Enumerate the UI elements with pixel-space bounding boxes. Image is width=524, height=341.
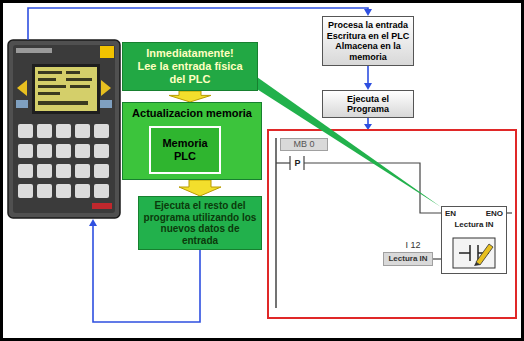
- node-text: Memoria PLC: [154, 137, 216, 163]
- block-arrow: [179, 180, 221, 196]
- memory-update-panel: Actualizacion memoriaMemoria PLC: [122, 102, 262, 180]
- node-text: ENO: [486, 209, 503, 219]
- node-text: Lectura IN: [454, 220, 493, 230]
- plc-illustration: [8, 40, 120, 218]
- node-text: Inmediatamente! Lee la entrada física de…: [136, 47, 244, 86]
- process-box: Ejecuta el Programa: [322, 90, 414, 118]
- memory-box: Memoria PLC: [149, 126, 221, 174]
- input-address: I 12: [396, 240, 430, 251]
- port-row: EN ENO: [442, 209, 506, 219]
- callout-box: Inmediatamente! Lee la entrada física de…: [122, 42, 258, 91]
- process-box: Procesa la entrada Escritura en el PLC A…: [322, 16, 414, 66]
- contact-type: P: [291, 157, 304, 169]
- callout-pointer: [258, 78, 441, 207]
- block-arrow: [169, 91, 211, 102]
- input-operand: Lectura IN: [383, 252, 433, 266]
- node-text: Ejecuta el Programa: [326, 94, 410, 115]
- memory-operand: MB 0: [280, 138, 328, 151]
- node-text: EN: [445, 209, 456, 219]
- function-block: EN ENOLectura IN: [441, 206, 507, 274]
- node-text: Actualizacion memoria: [132, 107, 252, 120]
- ladder-panel: [268, 130, 516, 318]
- node-text: Procesa la entrada Escritura en el PLC A…: [326, 20, 410, 62]
- process-box: Ejecuta el resto del programa utilizando…: [138, 196, 262, 250]
- node-text: Ejecuta el resto del programa utilizando…: [143, 200, 257, 246]
- flow-arrow: [364, 66, 372, 90]
